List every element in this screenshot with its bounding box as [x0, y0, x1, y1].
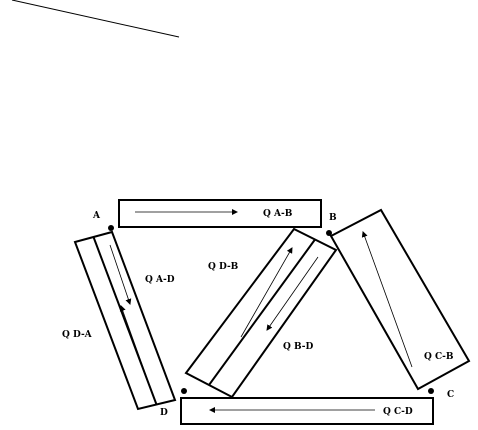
node-b: B	[326, 213, 337, 236]
label-q-d-a: Q D-A	[62, 330, 93, 340]
arrow-d-a	[119, 305, 153, 393]
arrow-d-b	[240, 247, 293, 338]
node-d: D	[160, 388, 187, 418]
node-b-label: B	[329, 213, 337, 223]
node-a-dot	[108, 225, 114, 231]
channel-a-d-divider	[92, 236, 158, 405]
label-q-b-d: Q B-D	[283, 342, 313, 352]
label-q-c-b: Q C-B	[424, 352, 454, 362]
label-q-a-b: Q A-B	[263, 209, 293, 219]
node-c-dot	[428, 388, 434, 394]
channel-c-b: Q C-B	[329, 208, 471, 391]
label-q-a-d: Q A-D	[145, 275, 175, 285]
arrow-b-d	[266, 256, 319, 331]
channel-c-d: Q C-D	[180, 397, 434, 425]
channel-d-b-divider	[208, 238, 316, 386]
stray-line	[11, 0, 180, 38]
arrow-a-d	[109, 244, 132, 305]
label-q-c-d: Q C-D	[383, 407, 413, 417]
node-a-label: A	[92, 211, 101, 221]
node-a: A	[92, 211, 114, 231]
channel-a-d: Q A-D Q D-A	[62, 230, 177, 411]
label-q-d-b: Q D-B	[208, 262, 239, 272]
channel-d-b: Q D-B Q B-D	[184, 227, 338, 399]
arrow-c-b	[361, 231, 413, 368]
node-c: C	[428, 388, 454, 400]
node-d-dot	[181, 388, 187, 394]
node-c-label: C	[447, 390, 454, 400]
node-b-dot	[326, 230, 332, 236]
channel-a-b: Q A-B	[118, 199, 322, 228]
node-d-label: D	[160, 408, 168, 418]
